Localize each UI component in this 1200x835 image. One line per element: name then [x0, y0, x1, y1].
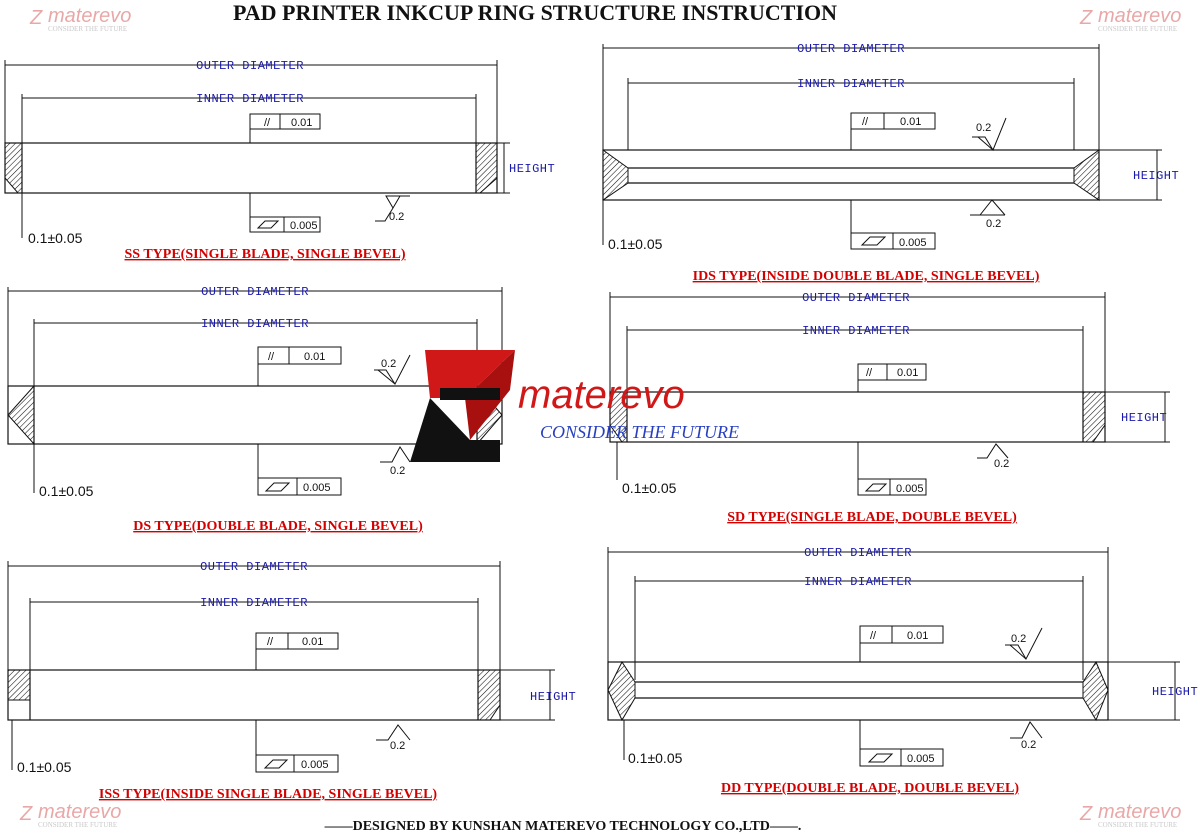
- roughness-value: 0.2: [976, 122, 991, 134]
- svg-text://: //: [862, 116, 869, 128]
- svg-text:CONSIDER THE FUTURE: CONSIDER THE FUTURE: [38, 821, 117, 829]
- height-label: HEIGHT: [530, 690, 576, 704]
- caption-iss-type: ISS TYPE(INSIDE SINGLE BLADE, SINGLE BEV…: [99, 787, 438, 802]
- edge-tolerance: 0.1±0.05: [17, 759, 72, 775]
- outer-diameter-label: OUTER DIAMETER: [200, 560, 308, 574]
- flatness-value: 0.005: [907, 753, 935, 765]
- roughness-value: 0.2: [381, 358, 396, 370]
- edge-tolerance: 0.1±0.05: [28, 230, 83, 246]
- outer-diameter-label: OUTER DIAMETER: [196, 59, 304, 73]
- roughness-value: 0.2: [994, 458, 1009, 470]
- parallelism-value: 0.01: [897, 367, 918, 379]
- edge-tolerance: 0.1±0.05: [39, 483, 94, 499]
- roughness-value: 0.2: [1011, 633, 1026, 645]
- height-label: HEIGHT: [1133, 169, 1179, 183]
- svg-text:materevo: materevo: [48, 5, 131, 27]
- parallelism-value: 0.01: [302, 636, 323, 648]
- roughness-value-2: 0.2: [1021, 739, 1036, 751]
- svg-text://: //: [870, 630, 877, 642]
- roughness-value-2: 0.2: [390, 465, 405, 477]
- edge-tolerance: 0.1±0.05: [628, 750, 683, 766]
- caption-ids-type: IDS TYPE(INSIDE DOUBLE BLADE, SINGLE BEV…: [693, 269, 1040, 284]
- outer-diameter-label: OUTER DIAMETER: [201, 285, 309, 299]
- watermark-bottom-left: Z materevo CONSIDER THE FUTURE: [19, 801, 121, 829]
- diagram-ss-type: OUTER DIAMETER INNER DIAMETER HEIGHT // …: [4, 59, 555, 262]
- svg-text:Z: Z: [1079, 803, 1093, 825]
- svg-text:materevo: materevo: [1098, 801, 1181, 823]
- diagram-ids-type: OUTER DIAMETER INNER DIAMETER HEIGHT // …: [602, 42, 1179, 284]
- height-label: HEIGHT: [1121, 411, 1167, 425]
- parallelism-value: 0.01: [900, 116, 921, 128]
- outer-diameter-label: OUTER DIAMETER: [804, 546, 912, 560]
- outer-diameter-label: OUTER DIAMETER: [802, 291, 910, 305]
- svg-text://: //: [264, 117, 271, 129]
- height-label: HEIGHT: [509, 162, 555, 176]
- logo-wordmark: materevo: [518, 373, 685, 417]
- diagram-dd-type: OUTER DIAMETER INNER DIAMETER HEIGHT // …: [607, 546, 1198, 796]
- svg-text:Z: Z: [1079, 7, 1093, 29]
- page-title: PAD PRINTER INKCUP RING STRUCTURE INSTRU…: [233, 0, 837, 25]
- parallelism-value: 0.01: [304, 351, 325, 363]
- svg-text://: //: [866, 367, 873, 379]
- roughness-value: 0.2: [390, 740, 405, 752]
- footer-credit: ——DESIGNED BY KUNSHAN MATEREVO TECHNOLOG…: [324, 819, 802, 834]
- svg-text://: //: [267, 636, 274, 648]
- edge-tolerance: 0.1±0.05: [622, 480, 677, 496]
- watermark-top-left: Z materevo CONSIDER THE FUTURE: [29, 5, 131, 33]
- watermark-bottom-right: Z materevo CONSIDER THE FUTURE: [1079, 801, 1181, 829]
- inner-diameter-label: INNER DIAMETER: [200, 596, 308, 610]
- svg-text:materevo: materevo: [38, 801, 121, 823]
- svg-text:CONSIDER THE FUTURE: CONSIDER THE FUTURE: [1098, 821, 1177, 829]
- diagram-iss-type: OUTER DIAMETER INNER DIAMETER HEIGHT // …: [7, 560, 576, 802]
- flatness-value: 0.005: [899, 237, 927, 249]
- svg-text:Z: Z: [19, 803, 33, 825]
- svg-text://: //: [268, 351, 275, 363]
- caption-sd-type: SD TYPE(SINGLE BLADE, DOUBLE BEVEL): [727, 510, 1017, 525]
- svg-text:Z: Z: [29, 7, 43, 29]
- svg-text:CONSIDER THE FUTURE: CONSIDER THE FUTURE: [48, 25, 127, 33]
- diagram-sd-type: OUTER DIAMETER INNER DIAMETER HEIGHT // …: [609, 291, 1170, 525]
- outer-diameter-label: OUTER DIAMETER: [797, 42, 905, 56]
- caption-ss-type: SS TYPE(SINGLE BLADE, SINGLE BEVEL): [125, 247, 406, 262]
- inner-diameter-label: INNER DIAMETER: [802, 324, 910, 338]
- height-label: HEIGHT: [1152, 685, 1198, 699]
- inner-diameter-label: INNER DIAMETER: [804, 575, 912, 589]
- logo-tagline: CONSIDER THE FUTURE: [540, 422, 739, 442]
- roughness-value-2: 0.2: [986, 218, 1001, 230]
- center-logo: materevo CONSIDER THE FUTURE: [410, 350, 739, 462]
- svg-text:materevo: materevo: [1098, 5, 1181, 27]
- edge-tolerance: 0.1±0.05: [608, 236, 663, 252]
- caption-dd-type: DD TYPE(DOUBLE BLADE, DOUBLE BEVEL): [721, 781, 1019, 796]
- inner-diameter-label: INNER DIAMETER: [201, 317, 309, 331]
- parallelism-value: 0.01: [291, 117, 312, 129]
- flatness-value: 0.005: [896, 483, 924, 495]
- flatness-value: 0.005: [290, 220, 318, 232]
- flatness-value: 0.005: [303, 482, 331, 494]
- inner-diameter-label: INNER DIAMETER: [196, 92, 304, 106]
- inner-diameter-label: INNER DIAMETER: [797, 77, 905, 91]
- flatness-value: 0.005: [301, 759, 329, 771]
- parallelism-value: 0.01: [907, 630, 928, 642]
- diagram-ds-type: OUTER DIAMETER INNER DIAMETER // 0.01 0.…: [7, 285, 503, 534]
- watermark-top-right: Z materevo CONSIDER THE FUTURE: [1079, 5, 1181, 33]
- caption-ds-type: DS TYPE(DOUBLE BLADE, SINGLE BEVEL): [133, 519, 423, 534]
- svg-text:CONSIDER THE FUTURE: CONSIDER THE FUTURE: [1098, 25, 1177, 33]
- roughness-value: 0.2: [389, 211, 404, 223]
